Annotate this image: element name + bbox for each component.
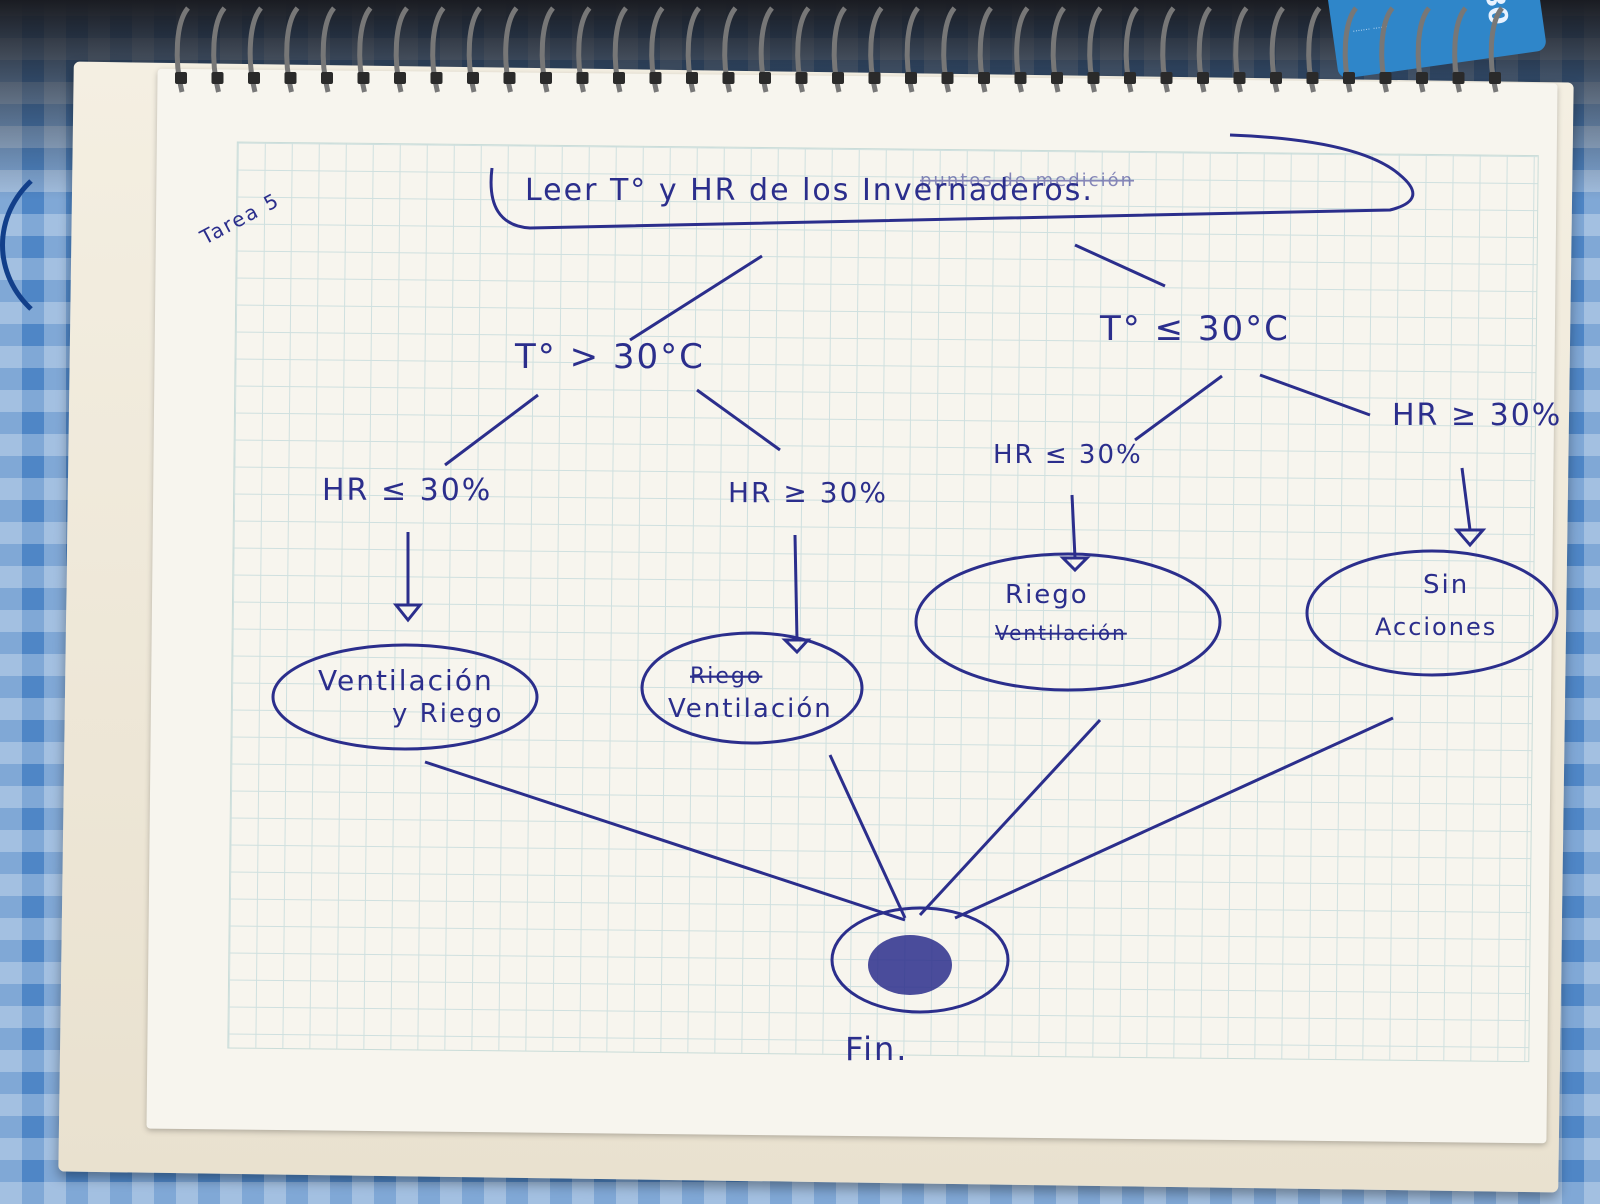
spiral-hole bbox=[1197, 72, 1209, 84]
spiral-hole bbox=[722, 72, 735, 84]
spiral-hole bbox=[1233, 72, 1246, 84]
spiral-hole bbox=[284, 72, 297, 84]
spiral-hole bbox=[832, 72, 844, 84]
blue-cord bbox=[0, 150, 210, 340]
condition-temp-low: T° ≤ 30°C bbox=[1099, 309, 1290, 349]
spiral-hole bbox=[1014, 72, 1027, 84]
spiral-hole bbox=[1306, 72, 1319, 84]
task-label: Tarea 5 bbox=[195, 188, 284, 250]
action-text: Acciones bbox=[1375, 613, 1497, 641]
end-connectors bbox=[424, 716, 1394, 922]
struck-text: Ventilación bbox=[995, 621, 1127, 645]
connector-left bbox=[629, 254, 763, 342]
spiral-hole bbox=[394, 72, 406, 84]
spiral-hole bbox=[467, 72, 479, 84]
action-text: Riego bbox=[1005, 580, 1089, 610]
arrows bbox=[392, 467, 1487, 655]
connector bbox=[696, 388, 781, 452]
spiral-hole bbox=[1379, 72, 1392, 84]
condition-humidity-low-1: HR ≤ 30% bbox=[322, 473, 492, 508]
struck-text: puntos de medición bbox=[920, 170, 1134, 191]
end-label: Fin. bbox=[845, 1030, 908, 1068]
spiral-hole bbox=[503, 72, 516, 84]
spiral-hole bbox=[576, 72, 589, 84]
action-text: Ventilación bbox=[668, 694, 833, 724]
spiral-hole bbox=[613, 72, 625, 84]
spiral-hole bbox=[1160, 72, 1173, 84]
action-text: y Riego bbox=[392, 699, 503, 729]
spiral-binding bbox=[174, 6, 1505, 93]
condition-humidity-low-2: HR ≤ 30% bbox=[993, 440, 1143, 470]
action-text: Ventilación bbox=[318, 664, 494, 697]
spiral-hole bbox=[321, 72, 333, 84]
connector bbox=[444, 393, 539, 467]
start-box-text: Leer T° y HR de los Invernaderos. bbox=[525, 173, 1094, 208]
end-node bbox=[830, 906, 1010, 1014]
spiral-hole bbox=[1416, 72, 1428, 84]
spiral-hole bbox=[905, 72, 917, 84]
spiral-hole bbox=[357, 72, 370, 84]
action-ellipse bbox=[914, 552, 1222, 692]
spiral-hole bbox=[1124, 72, 1136, 84]
spiral-hole bbox=[175, 72, 187, 84]
action-text: Sin bbox=[1423, 570, 1469, 600]
spiral-hole bbox=[248, 72, 260, 84]
action-ellipse bbox=[1305, 549, 1559, 677]
spiral-hole bbox=[1343, 72, 1355, 84]
start-box-outline bbox=[489, 133, 1415, 230]
connector-right bbox=[1074, 243, 1166, 288]
spiral-hole bbox=[211, 72, 224, 84]
spiral-hole bbox=[540, 72, 552, 84]
spiral-hole bbox=[686, 72, 698, 84]
action-ellipse bbox=[640, 631, 864, 745]
spiral-hole bbox=[941, 72, 954, 84]
condition-temp-high: T° > 30°C bbox=[514, 337, 705, 377]
struck-text: Riego bbox=[690, 664, 762, 689]
spiral-hole bbox=[649, 72, 662, 84]
spiral-hole bbox=[1452, 72, 1465, 84]
spiral-hole bbox=[868, 72, 881, 84]
end-node-fill bbox=[868, 935, 952, 995]
spiral-hole bbox=[1489, 72, 1501, 84]
spiral-hole bbox=[1051, 72, 1063, 84]
condition-humidity-high-1: HR ≥ 30% bbox=[728, 476, 888, 509]
spiral-hole bbox=[759, 72, 771, 84]
spiral-hole bbox=[430, 72, 443, 84]
connector bbox=[1259, 373, 1371, 417]
spiral-hole bbox=[1270, 72, 1282, 84]
action-ellipse bbox=[271, 643, 539, 751]
connector bbox=[1134, 374, 1223, 442]
spiral-hole bbox=[978, 72, 990, 84]
spiral-hole bbox=[795, 72, 808, 84]
spiral-hole bbox=[1087, 72, 1100, 84]
condition-humidity-high-2: HR ≥ 30% bbox=[1392, 398, 1562, 433]
